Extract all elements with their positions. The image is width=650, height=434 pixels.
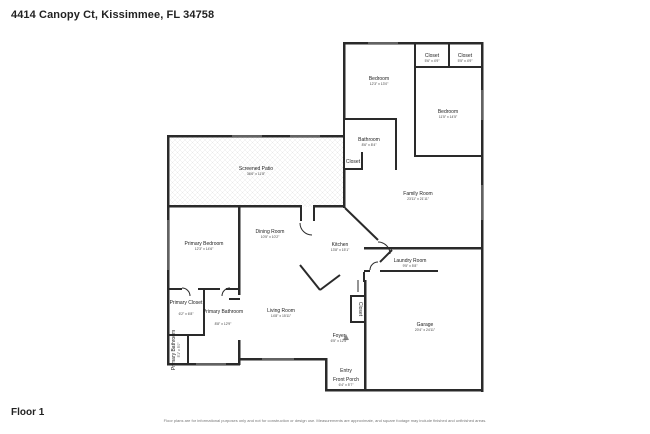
room-entry-name: Entry: [340, 368, 352, 374]
room-closet-b[interactable]: Closet 5'5" x 4'9": [458, 53, 474, 63]
room-bedroom-a-dims: 12'3" x 13'0": [370, 82, 389, 86]
room-closet-b-dims: 5'5" x 4'9": [458, 59, 474, 63]
room-kitchen[interactable]: Kitchen 13'8" x 15'1": [331, 242, 350, 252]
room-garage[interactable]: Garage 20'4" x 24'11": [415, 322, 436, 332]
room-front-porch-dims: 6'4" x 5'7": [339, 383, 355, 387]
room-closet-d[interactable]: Closet: [357, 302, 363, 317]
floor-label: Floor 1: [11, 407, 45, 418]
room-family-room[interactable]: Family Room 23'11" x 21'11": [403, 191, 432, 201]
room-front-porch-name: Front Porch: [333, 377, 359, 383]
room-bedroom-b[interactable]: Bedroom 11'5" x 14'5": [438, 109, 458, 119]
entry-arrow-icon: [343, 334, 349, 340]
room-bedroom-b-name: Bedroom: [438, 109, 458, 115]
room-living-room[interactable]: Living Room 14'8" x 15'11": [267, 308, 295, 318]
room-closet-b-name: Closet: [458, 53, 473, 59]
room-garage-dims: 20'4" x 24'11": [415, 328, 436, 332]
room-primary-bedroom[interactable]: Primary Bedroom 12'3" x 14'6": [185, 241, 224, 251]
room-primary-closet[interactable]: Primary Closet 6'2" x 6'8": [170, 300, 203, 316]
room-living-room-dims: 14'8" x 15'11": [271, 314, 292, 318]
room-foyer-dims: 6'5" x 12'5": [331, 339, 349, 343]
room-living-room-name: Living Room: [267, 308, 295, 314]
room-closet-a-dims: 5'6" x 4'9": [425, 59, 441, 63]
room-screened-patio[interactable]: Screened Patio 36'6" x 11'8": [239, 166, 273, 176]
room-kitchen-dims: 13'8" x 15'1": [331, 248, 350, 252]
door-swings: [181, 222, 391, 297]
room-laundry-room[interactable]: Laundry Room 9'5" x 5'8": [394, 258, 427, 268]
room-dining-room[interactable]: Dining Room 10'5" x 10'2": [256, 229, 285, 239]
room-garage-name: Garage: [417, 322, 434, 328]
room-primary-bedroom-dims: 12'3" x 14'6": [195, 247, 214, 251]
room-family-room-dims: 23'11" x 21'11": [407, 197, 430, 201]
interior-walls: [167, 42, 483, 365]
disclaimer-text: Floor plans are for informational purpos…: [163, 418, 487, 423]
room-foyer[interactable]: Foyer 6'5" x 12'5": [331, 333, 349, 343]
room-front-porch[interactable]: Front Porch 6'4" x 5'7": [333, 377, 359, 387]
room-primary-bathroom-name: Primary Bathroom: [203, 309, 243, 315]
room-kitchen-name: Kitchen: [332, 242, 349, 248]
room-entry[interactable]: Entry: [340, 368, 352, 374]
room-primary-bath-small[interactable]: Primary Bathroom 5'1" x 5'0": [171, 330, 181, 370]
room-primary-bathroom-dims: 8'8" x 12'9": [215, 322, 233, 326]
room-foyer-name: Foyer: [333, 333, 346, 339]
room-bathroom-name: Bathroom: [358, 137, 380, 143]
listing-address: 4414 Canopy Ct, Kissimmee, FL 34758: [11, 9, 215, 21]
room-bedroom-a-name: Bedroom: [369, 76, 389, 82]
room-laundry-room-dims: 9'5" x 5'8": [403, 264, 419, 268]
room-dining-room-dims: 10'5" x 10'2": [261, 235, 280, 239]
room-primary-bath-small-name: Primary Bathroom: [171, 330, 177, 370]
room-laundry-room-name: Laundry Room: [394, 258, 427, 264]
room-bedroom-b-dims: 11'5" x 14'5": [439, 115, 458, 119]
room-primary-bath-small-dims: 5'1" x 5'0": [177, 342, 181, 358]
room-screened-patio-dims: 36'6" x 11'8": [247, 172, 266, 176]
room-dining-room-name: Dining Room: [256, 229, 285, 235]
exterior-walls: [167, 42, 484, 392]
room-primary-closet-dims: 6'2" x 6'8": [179, 312, 195, 316]
room-closet-a[interactable]: Closet 5'6" x 4'9": [425, 53, 441, 63]
room-primary-closet-name: Primary Closet: [170, 300, 203, 306]
room-family-room-name: Family Room: [403, 191, 432, 197]
room-bathroom[interactable]: Bathroom 8'6" x 8'4": [358, 137, 380, 147]
room-closet-d-name: Closet: [357, 302, 363, 317]
patio-hatch: [170, 137, 344, 207]
room-primary-bedroom-name: Primary Bedroom: [185, 241, 224, 247]
room-primary-bathroom[interactable]: Primary Bathroom 8'8" x 12'9": [203, 309, 243, 326]
windows: [167, 42, 483, 365]
room-closet-a-name: Closet: [425, 53, 440, 59]
room-closet-c[interactable]: Closet: [346, 159, 361, 165]
room-bathroom-dims: 8'6" x 8'4": [362, 143, 378, 147]
room-screened-patio-name: Screened Patio: [239, 166, 273, 172]
room-bedroom-a[interactable]: Bedroom 12'3" x 13'0": [369, 76, 389, 86]
room-closet-c-name: Closet: [346, 159, 361, 165]
